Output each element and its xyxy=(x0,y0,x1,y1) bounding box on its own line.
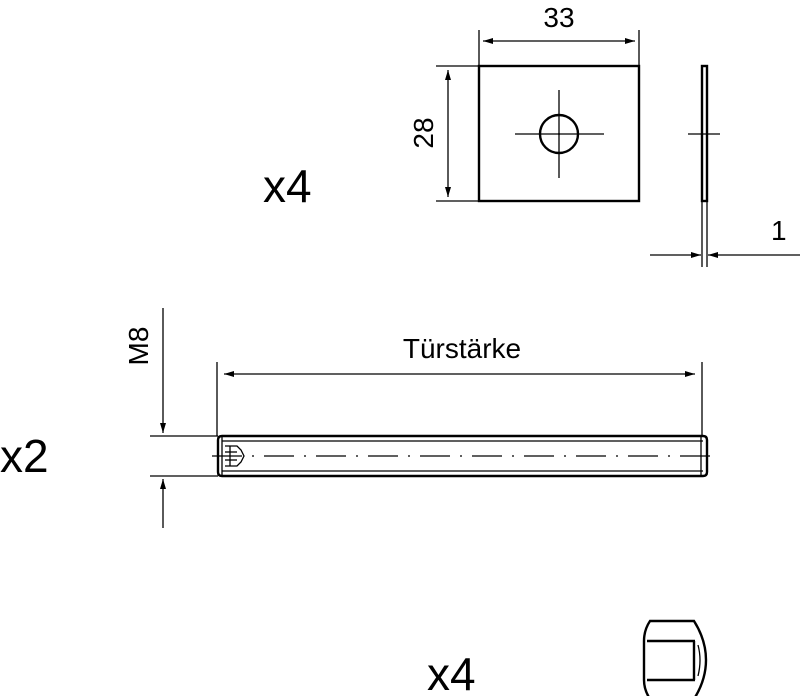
threaded-rod: Türstärke M8 xyxy=(123,308,712,528)
hex-nut-icon xyxy=(642,619,708,696)
rod-outline xyxy=(216,434,709,478)
washer-quantity: x4 xyxy=(263,160,312,212)
thread-dimension-label: M8 xyxy=(123,327,154,366)
thickness-dimension-label: 1 xyxy=(771,215,787,246)
washer-outline xyxy=(477,64,641,203)
height-dimension-label: 28 xyxy=(408,117,439,148)
length-dimension-label: Türstärke xyxy=(403,333,521,364)
hex-socket-icon xyxy=(225,445,245,467)
washer-side-view: 1 xyxy=(650,64,800,267)
nut-quantity: x4 xyxy=(427,648,476,696)
width-dimension-label: 33 xyxy=(543,2,574,33)
rod-quantity: x2 xyxy=(0,430,49,482)
washer-front-view: 33 28 xyxy=(408,2,641,203)
